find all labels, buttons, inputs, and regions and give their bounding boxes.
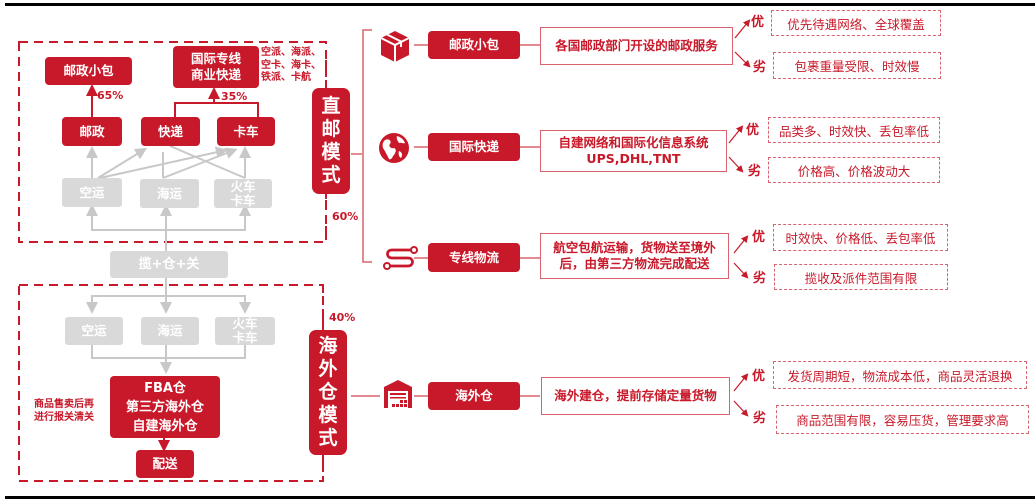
mode-char: 仓: [318, 381, 338, 403]
mode-char: 邮: [321, 118, 341, 140]
con-label: 劣: [753, 60, 767, 75]
rail-label: 火车: [230, 178, 256, 194]
overseas-frame: [18, 284, 324, 482]
truck-label: 卡车: [232, 330, 258, 345]
pro-label: 优: [746, 123, 760, 138]
channel-postal-parcel: 邮政小包: [428, 31, 520, 59]
con-special-line: 揽收及派件范围有限: [774, 264, 948, 290]
desc-line: 各国邮政部门开设的邮政服务: [555, 38, 718, 53]
pro-postal-parcel: 优先待遇网络、全球覆盖: [771, 10, 941, 36]
rail-label: 火车: [232, 316, 258, 331]
transport-air: 空运: [62, 178, 122, 207]
warehouse-third-party: 第三方海外仓: [125, 399, 204, 415]
channel-intl-express: 国际快递: [428, 133, 520, 161]
con-postal-parcel: 包裹重量受限、时效慢: [773, 52, 941, 79]
intl-note-3: 铁派、卡航: [261, 72, 311, 83]
con-overseas-warehouse: 商品范围有限，容易压货，管理要求高: [776, 405, 1029, 434]
con-intl-express: 价格高、价格波动大: [768, 157, 940, 183]
desc-intl-express: 自建网络和国际化信息系统 UPS,DHL,TNT: [540, 130, 727, 172]
mode-overseas-warehouse: 海 外 仓 模 式: [309, 330, 347, 455]
con-label: 劣: [753, 271, 767, 286]
hub-node: 揽+仓+关: [110, 251, 228, 278]
node-intl-line-1: 国际专线: [190, 51, 241, 66]
node-post: 邮政: [62, 117, 122, 146]
mode-char: 式: [321, 164, 341, 186]
desc-special-line: 航空包航运输，货物送至境外 后，由第三方物流完成配送: [540, 233, 729, 279]
mode-char: 海: [318, 335, 338, 357]
node-express: 快递: [141, 117, 200, 146]
intl-note-2: 空卡、海卡、: [261, 59, 321, 71]
overseas-transport-sea: 海运: [141, 317, 199, 345]
pct-direct: 60%: [332, 210, 359, 223]
mode-char: 式: [318, 427, 338, 449]
globe-icon: [379, 133, 409, 163]
transport-sea: 海运: [140, 179, 199, 208]
desc-postal-parcel: 各国邮政部门开设的邮政服务: [540, 27, 733, 65]
customs-note-1: 商品售卖后再: [34, 399, 94, 410]
intl-line-note: 空派、海派、 空卡、海卡、 铁派、卡航: [261, 47, 321, 85]
node-intl-line: 国际专线 商业快递: [173, 46, 259, 88]
top-rule: [5, 3, 1035, 6]
channel-special-line: 专线物流: [428, 243, 520, 272]
overseas-transport-air: 空运: [65, 317, 123, 345]
node-truck: 卡车: [217, 117, 275, 146]
node-postal-parcel: 邮政小包: [45, 57, 132, 85]
desc-line: 后，由第三方物流完成配送: [559, 256, 710, 271]
overseas-transport-rail-truck: 火车 卡车: [215, 317, 275, 345]
warehouse-self-built: 自建海外仓: [132, 418, 198, 434]
intl-note-1: 空派、海派、: [261, 47, 321, 58]
pro-special-line: 时效快、价格低、丢包率低: [773, 224, 948, 251]
package-box-icon: [380, 31, 410, 62]
pro-overseas-warehouse: 发货周期短，物流成本低，商品灵活退换: [773, 361, 1027, 389]
pro-label: 优: [751, 15, 765, 30]
pro-label: 优: [752, 230, 766, 245]
node-delivery: 配送: [136, 450, 194, 478]
warehouse-fba: FBA仓: [144, 380, 186, 396]
truck-label: 卡车: [230, 192, 256, 208]
node-intl-line-2: 商业快递: [190, 67, 241, 82]
pro-label: 优: [752, 369, 766, 384]
desc-line: 航空包航运输，货物送至境外: [553, 240, 716, 255]
mode-direct-mail: 直 邮 模 式: [312, 88, 350, 194]
route-icon: [383, 246, 418, 270]
pct-line: 35%: [221, 90, 248, 103]
mode-char: 外: [318, 358, 338, 380]
pro-intl-express: 品类多、时效快、丢包率低: [768, 117, 940, 143]
warehouse-icon: [384, 380, 412, 408]
customs-note: 商品售卖后再 进行报关清关: [34, 398, 94, 424]
bottom-rule: [5, 496, 1035, 499]
desc-line: 自建网络和国际化信息系统: [558, 135, 709, 150]
mode-char: 直: [321, 95, 341, 117]
con-label: 劣: [753, 411, 767, 426]
pct-overseas: 40%: [329, 311, 356, 324]
pct-postal: 65%: [97, 89, 124, 102]
node-warehouses: FBA仓 第三方海外仓 自建海外仓: [110, 376, 220, 438]
con-label: 劣: [748, 164, 762, 179]
channel-overseas-warehouse: 海外仓: [428, 382, 520, 410]
desc-overseas-warehouse: 海外建仓，提前存储定量货物: [541, 377, 730, 415]
desc-line: 海外建仓，提前存储定量货物: [554, 388, 717, 403]
transport-rail-truck: 火车 卡车: [214, 179, 272, 208]
mode-char: 模: [318, 404, 338, 426]
desc-line: UPS,DHL,TNT: [586, 151, 681, 166]
mode-char: 模: [321, 141, 341, 163]
customs-note-2: 进行报关清关: [34, 412, 94, 423]
